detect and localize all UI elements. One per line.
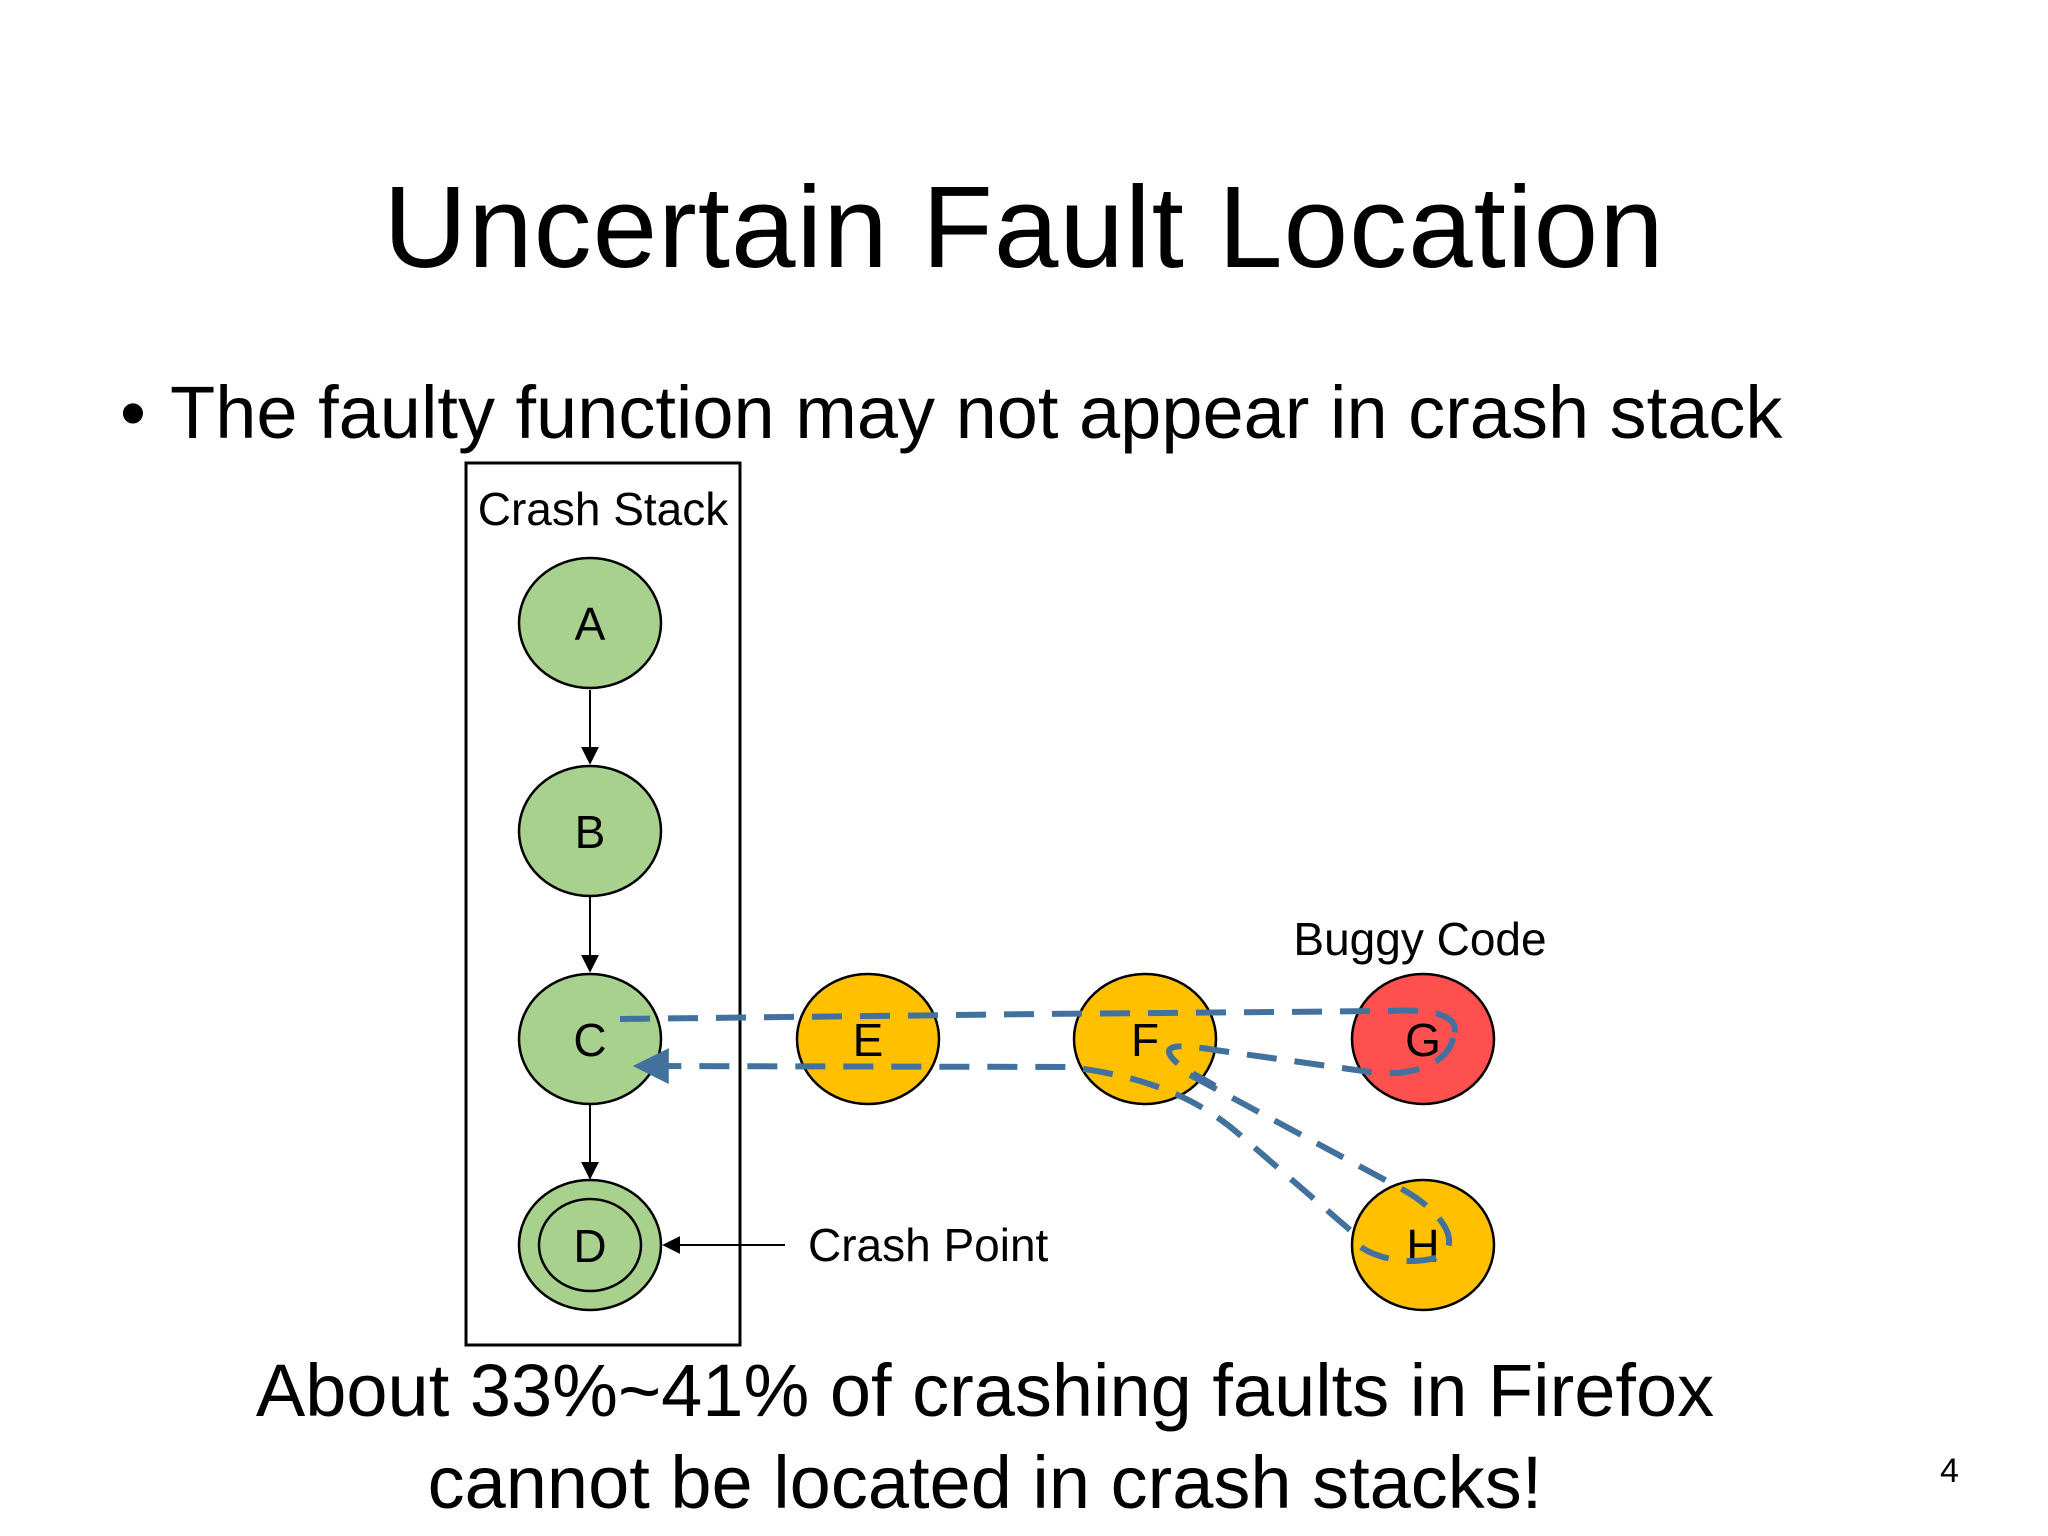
node-h: H bbox=[1350, 1178, 1496, 1312]
node-c-label: C bbox=[573, 1014, 606, 1066]
path-h-to-c bbox=[632, 1048, 1352, 1233]
bullet-text: The faulty function may not appear in cr… bbox=[170, 371, 1783, 454]
crash-stack-label: Crash Stack bbox=[478, 483, 730, 535]
node-a-label: A bbox=[575, 598, 606, 650]
path-f-to-h bbox=[1188, 1072, 1453, 1264]
node-e-label: E bbox=[853, 1014, 884, 1066]
execution-path bbox=[619, 1007, 1458, 1264]
conclusion-text: About 33%~41% of crashing faults in Fire… bbox=[230, 1345, 1740, 1529]
node-f-label: F bbox=[1131, 1014, 1159, 1066]
node-b: B bbox=[517, 764, 663, 898]
node-b-label: B bbox=[575, 806, 606, 858]
conclusion-line-2: cannot be located in crash stacks! bbox=[427, 1441, 1543, 1524]
path-c-to-g bbox=[619, 1007, 1458, 1040]
node-d: D bbox=[517, 1178, 663, 1312]
node-g: G bbox=[1350, 972, 1496, 1106]
bullet-dot: • bbox=[120, 371, 146, 454]
node-h-label: H bbox=[1406, 1220, 1439, 1272]
slide-title: Uncertain Fault Location bbox=[383, 162, 1665, 292]
node-a: A bbox=[517, 556, 663, 690]
node-e: E bbox=[795, 972, 941, 1106]
node-g-label: G bbox=[1405, 1014, 1441, 1066]
node-d-label: D bbox=[573, 1220, 606, 1272]
buggy-code-label: Buggy Code bbox=[1293, 913, 1546, 965]
conclusion-line-1: About 33%~41% of crashing faults in Fire… bbox=[255, 1349, 1715, 1432]
crash-point-label: Crash Point bbox=[808, 1219, 1049, 1271]
bullet-point: • The faulty function may not appear in c… bbox=[120, 370, 1782, 455]
node-c: C bbox=[517, 972, 663, 1106]
crash-stack-box bbox=[464, 461, 742, 1347]
page-number: 4 bbox=[1940, 1452, 1959, 1490]
